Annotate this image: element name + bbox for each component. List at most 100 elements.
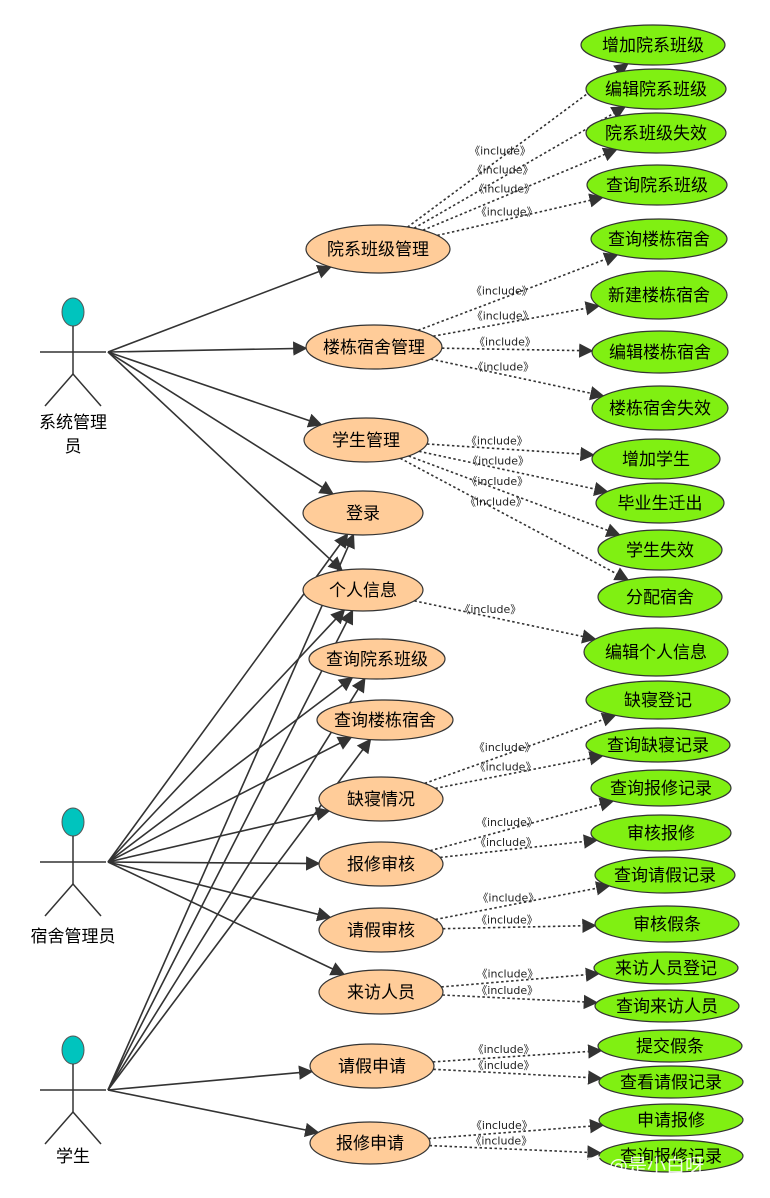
included-usecase-s2[interactable]: 毕业生迁出	[595, 482, 725, 524]
included-usecase-b1[interactable]: 查询楼栋宿舍	[590, 218, 728, 260]
included-usecase-i1[interactable]: 编辑个人信息	[583, 627, 729, 677]
usecase-label: 查询院系班级	[606, 176, 708, 196]
included-usecase-s1[interactable]: 增加学生	[591, 438, 721, 480]
usecase-login[interactable]: 登录	[302, 490, 424, 536]
usecase-label: 来访人员	[347, 983, 415, 1003]
usecase-shape	[594, 856, 736, 894]
usecase-label: 增加学生	[622, 450, 690, 470]
include-label: 《include》	[473, 1043, 535, 1056]
usecase-shape	[594, 905, 740, 943]
usecase-label: 查询缺寝记录	[607, 735, 709, 756]
included-usecase-l1[interactable]: 查询请假记录	[594, 856, 736, 894]
usecase-shape	[305, 224, 451, 274]
include-label: 《include》	[471, 285, 533, 298]
usecase-label: 登录	[346, 504, 380, 524]
usecase-qbld[interactable]: 查询楼栋宿舍	[316, 699, 454, 741]
include-label: 《include》	[477, 891, 539, 904]
association-line	[107, 351, 323, 428]
usecase-qdept[interactable]: 查询院系班级	[308, 638, 446, 680]
included-usecase-d3[interactable]: 院系班级失效	[585, 112, 727, 154]
included-usecase-b4[interactable]: 楼栋宿舍失效	[591, 385, 729, 431]
usecase-shape	[318, 907, 444, 953]
usecase-bld[interactable]: 楼栋宿舍管理	[305, 324, 443, 370]
usecase-shape	[585, 68, 727, 110]
include-label: 《include》	[476, 984, 538, 997]
usecase-shape	[590, 814, 732, 852]
included-usecase-v2[interactable]: 查询来访人员	[594, 989, 740, 1023]
include-line	[430, 358, 605, 401]
included-usecase-ra2[interactable]: 查询报修记录	[598, 1139, 744, 1173]
usecase-label: 毕业生迁出	[618, 494, 703, 514]
watermark-text: 知乎 @是小白呀	[565, 1155, 704, 1177]
usecase-label: 查询报修记录	[610, 779, 712, 799]
include-line	[432, 1044, 603, 1063]
usecase-dept[interactable]: 院系班级管理	[305, 224, 451, 274]
usecase-shape	[583, 627, 729, 677]
association-line	[107, 676, 354, 863]
include-line	[435, 881, 611, 921]
include-label: 《include》	[472, 361, 534, 374]
actor-leg-left	[44, 883, 74, 917]
usecase-leave[interactable]: 请假审核	[318, 907, 444, 953]
usecase-label: 查看请假记录	[620, 1073, 722, 1093]
usecase-shape	[580, 24, 726, 66]
usecase-label: 请假审核	[347, 921, 415, 941]
usecase-shape	[309, 1121, 431, 1165]
association-line	[107, 1089, 320, 1137]
association-line	[107, 856, 321, 871]
included-usecase-l2[interactable]: 审核假条	[594, 905, 740, 943]
included-usecase-la1[interactable]: 提交假条	[597, 1029, 743, 1063]
include-label: 《include》	[466, 475, 528, 488]
included-usecase-r1[interactable]: 查询报修记录	[590, 769, 732, 807]
association-line	[107, 341, 308, 356]
usecase-leaveapp[interactable]: 请假申请	[309, 1043, 435, 1089]
usecase-label: 编辑院系班级	[605, 80, 707, 100]
included-usecase-a2[interactable]: 查询缺寝记录	[585, 727, 731, 763]
usecase-label: 缺寝情况	[347, 789, 415, 810]
actor-student: 学生	[40, 1035, 106, 1167]
usecase-absent[interactable]: 缺寝情况	[318, 776, 444, 822]
included-usecase-la2[interactable]: 查看请假记录	[598, 1065, 744, 1099]
included-usecase-s3[interactable]: 学生失效	[597, 529, 723, 571]
include-line	[418, 450, 609, 497]
included-usecase-r2[interactable]: 审核报修	[590, 814, 732, 852]
include-line	[441, 343, 594, 358]
usecase-repairapp[interactable]: 报修申请	[309, 1121, 431, 1165]
included-usecase-b2[interactable]: 新建楼栋宿舍	[590, 270, 728, 320]
usecase-repair[interactable]: 报修审核	[318, 841, 444, 887]
included-usecase-d2[interactable]: 编辑院系班级	[585, 68, 727, 110]
include-line	[417, 252, 619, 332]
usecase-stu[interactable]: 学生管理	[303, 417, 429, 463]
usecase-shape	[308, 638, 446, 680]
include-label-layer: 《include》《include》《include》《include》《inc…	[459, 144, 539, 1147]
include-line	[433, 301, 601, 337]
include-line	[414, 600, 597, 644]
include-label: 《include》	[476, 816, 538, 829]
usecase-shape	[318, 776, 444, 822]
include-label: 《include》	[472, 310, 534, 323]
included-usecase-b3[interactable]: 编辑楼栋宿舍	[591, 330, 729, 374]
usecase-shape	[585, 727, 731, 763]
usecase-shape	[309, 1043, 435, 1089]
usecase-label: 新建楼栋宿舍	[608, 286, 710, 306]
usecase-info[interactable]: 个人信息	[302, 568, 424, 612]
included-usecase-s4[interactable]: 分配宿舍	[597, 576, 723, 618]
usecase-label: 缺寝登记	[624, 690, 692, 711]
included-usecase-a1[interactable]: 缺寝登记	[585, 680, 731, 720]
association-line	[107, 351, 335, 495]
usecase-label: 来访人员登记	[615, 959, 717, 979]
included-usecase-d4[interactable]: 查询院系班级	[586, 164, 728, 206]
include-label: 《include》	[470, 1135, 532, 1148]
included-usecase-ra1[interactable]: 申请报修	[598, 1103, 744, 1137]
usecase-shape	[597, 1029, 743, 1063]
included-usecase-d1[interactable]: 增加院系班级	[580, 24, 726, 66]
include-label: 《include》	[471, 1119, 533, 1132]
usecase-label: 增加院系班级	[602, 36, 704, 56]
usecase-visitor[interactable]: 来访人员	[318, 969, 444, 1015]
usecase-label: 申请报修	[637, 1111, 705, 1131]
usecase-shape	[595, 482, 725, 524]
included-usecase-v1[interactable]: 来访人员登记	[593, 951, 739, 985]
actor-leg-right	[72, 883, 102, 917]
usecase-shape	[305, 324, 443, 370]
include-label: 《include》	[465, 495, 527, 508]
